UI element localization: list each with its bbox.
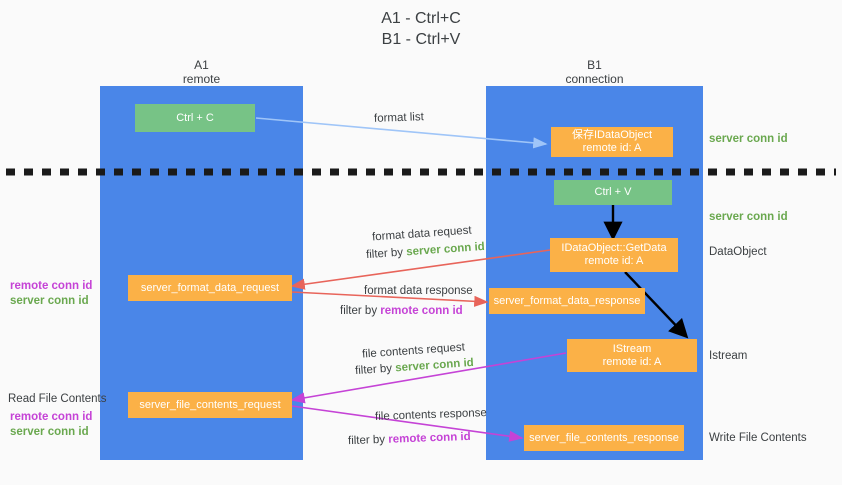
box-getdata-line1: IDataObject::GetData — [561, 242, 667, 254]
filter-key-remote-conn-1: remote conn id — [380, 305, 463, 317]
label-file-contents-response: file contents response — [374, 407, 488, 423]
box-server-file-contents-request-label: server_file_contents_request — [139, 398, 281, 411]
box-idataobject-getdata[interactable]: IDataObject::GetData remote id: A — [550, 238, 678, 272]
box-ctrl-v-label: Ctrl + V — [594, 186, 632, 198]
box-istream-line2: remote id: A — [602, 355, 662, 368]
box-save-idataobject-line1: 保存IDataObject — [571, 129, 653, 141]
box-server-format-data-request[interactable]: server_format_data_request — [128, 275, 292, 301]
annotation-read-file-contents: Read File Contents — [8, 393, 107, 405]
filter-prefix-2: filter by — [340, 305, 381, 317]
box-istream-line1: IStream — [612, 342, 652, 355]
column-header-a1: A1 remote — [100, 58, 303, 86]
annotation-istream: Istream — [709, 350, 748, 362]
column-b1-sub: connection — [565, 72, 624, 86]
box-ctrl-v[interactable]: Ctrl + V — [554, 180, 672, 205]
column-a1-name: A1 — [194, 58, 209, 72]
filter-prefix-4: filter by — [347, 433, 389, 448]
diagram-title: A1 - Ctrl+C B1 - Ctrl+V — [0, 8, 842, 50]
annotation-data-object: DataObject — [709, 246, 767, 258]
annotation-write-file-contents: Write File Contents — [709, 432, 807, 444]
column-header-b1: B1 connection — [486, 58, 703, 86]
box-ctrl-c-label: Ctrl + C — [176, 111, 214, 124]
box-server-format-data-request-label: server_format_data_request — [140, 281, 280, 294]
box-server-format-data-response[interactable]: server_format_data_response — [489, 288, 645, 314]
label-format-data-response-filter: filter by remote conn id — [340, 304, 463, 319]
filter-prefix-1: filter by — [365, 246, 407, 262]
label-format-list: format list — [373, 111, 425, 125]
label-file-contents-response-filter: filter by remote conn id — [348, 430, 471, 449]
filter-key-remote-conn-2: remote conn id — [388, 430, 471, 446]
annotation-server-conn-id-top: server conn id — [709, 133, 788, 145]
box-server-file-contents-request[interactable]: server_file_contents_request — [128, 392, 292, 418]
annotation-mid-remote-conn-id: remote conn id — [10, 280, 93, 292]
annotation-server-conn-id-mid: server conn id — [709, 211, 788, 223]
title-line-2: B1 - Ctrl+V — [381, 31, 461, 48]
column-b1-name: B1 — [587, 58, 602, 72]
filter-prefix-3: filter by — [354, 362, 396, 378]
box-server-format-data-response-label: server_format_data_response — [493, 294, 641, 307]
annotation-mid-server-conn-id: server conn id — [10, 295, 89, 307]
box-getdata-line2: remote id: A — [584, 255, 644, 267]
filter-key-server-conn-1: server conn id — [405, 240, 486, 259]
annotation-bottom-remote-conn-id: remote conn id — [10, 411, 93, 423]
box-server-file-contents-response-label: server_file_contents_response — [529, 431, 679, 444]
column-a1-sub: remote — [182, 72, 221, 86]
box-istream[interactable]: IStream remote id: A — [567, 339, 697, 372]
annotation-bottom-server-conn-id: server conn id — [10, 426, 89, 438]
box-ctrl-c[interactable]: Ctrl + C — [135, 104, 255, 132]
box-save-idataobject[interactable]: 保存IDataObject remote id: A — [551, 127, 673, 157]
title-line-1: A1 - Ctrl+C — [381, 10, 461, 27]
box-save-idataobject-line2: remote id: A — [582, 142, 642, 154]
filter-key-server-conn-2: server conn id — [394, 356, 475, 375]
box-server-file-contents-response[interactable]: server_file_contents_response — [524, 425, 684, 451]
label-format-data-response: format data response — [364, 285, 473, 297]
